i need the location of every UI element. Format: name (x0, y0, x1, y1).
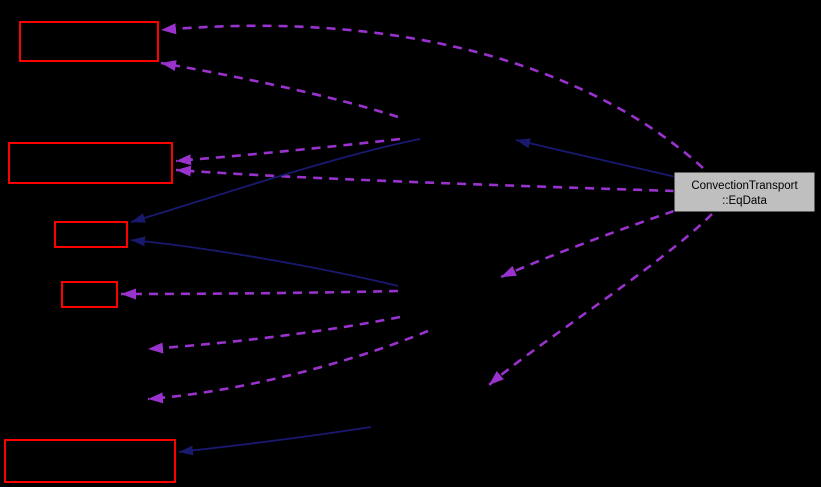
assoc-edge-box1-upper (160, 23, 704, 169)
edges-layer (120, 23, 713, 456)
class-box-3[interactable] (54, 221, 128, 248)
inherit-edge-box3-lower (130, 236, 399, 287)
main-node (673, 171, 816, 213)
assoc-edge-box1-lower (160, 60, 399, 119)
assoc-edge-hidden-left-1 (147, 315, 401, 354)
assoc-edge-box2-upper (175, 137, 401, 166)
assoc-edge-hidden-bottom (488, 213, 713, 386)
class-box-4[interactable] (61, 281, 118, 308)
assoc-edge-box2-lower (175, 165, 675, 193)
class-box-5[interactable] (4, 439, 176, 483)
main-node-label-line2: ::EqData (722, 195, 767, 207)
assoc-edge-box4 (120, 288, 399, 300)
assoc-edge-hidden-mid (500, 209, 675, 279)
class-box-1[interactable] (19, 21, 159, 62)
class-box-2[interactable] (8, 142, 173, 184)
assoc-edge-hidden-left-2 (147, 329, 429, 404)
inherit-edge-box3-upper (130, 138, 421, 223)
main-node-label-line1: ConvectionTransport (691, 180, 798, 192)
inherit-edge-box5 (178, 426, 372, 456)
nodes-layer: ConvectionTransport::EqData (4, 21, 816, 483)
inherit-edge-hidden-mid (515, 138, 677, 178)
